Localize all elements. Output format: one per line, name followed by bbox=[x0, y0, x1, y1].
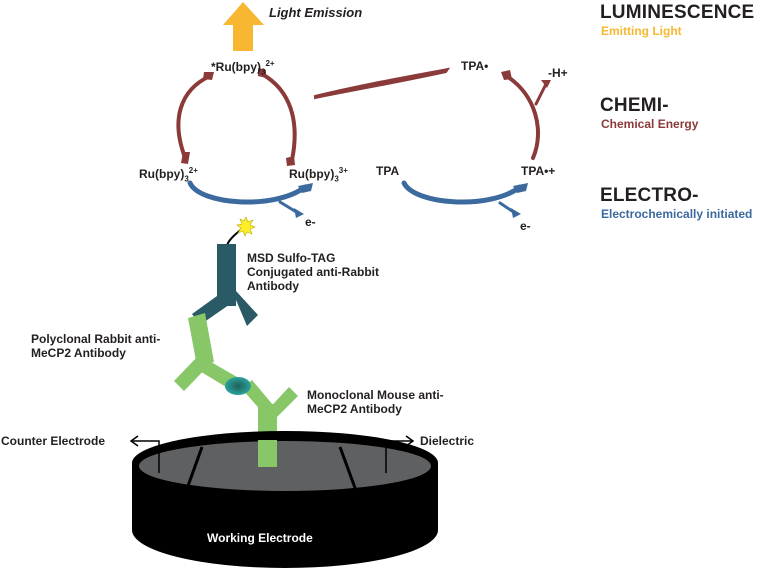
chemi-arrows-tpa bbox=[501, 70, 551, 160]
electrode bbox=[132, 431, 438, 568]
ru-oxidized-label: Ru(bpy)33+ bbox=[289, 166, 348, 184]
counter-electrode-label: Counter Electrode bbox=[1, 434, 106, 448]
tpa-radical-cation-label: TPA•+ bbox=[521, 164, 556, 178]
counter-electrode-pointer bbox=[129, 435, 160, 473]
electron-tpa-label: e- bbox=[520, 219, 531, 233]
dielectric-pointer bbox=[385, 435, 415, 473]
electron-ru-label: e- bbox=[305, 215, 316, 229]
legend-luminescence-subtitle: Emitting Light bbox=[601, 24, 682, 38]
tpa-radical-label: TPA• bbox=[461, 59, 489, 73]
sulfo-tag-star-icon bbox=[236, 216, 256, 237]
electro-arrows bbox=[187, 180, 528, 218]
ru-ground-label: Ru(bpy)32+ bbox=[139, 166, 198, 184]
legend-chemi-title: CHEMI- bbox=[600, 95, 669, 116]
tpa-label: TPA bbox=[376, 164, 400, 178]
legend-electro-subtitle: Electrochemically initiated bbox=[601, 207, 753, 221]
monoclonal-label: Monoclonal Mouse anti- MeCP2 Antibody bbox=[307, 388, 444, 416]
dielectric-label: Dielectric bbox=[420, 434, 475, 448]
light-emission-arrow bbox=[223, 2, 264, 51]
chemi-arrows-ru bbox=[176, 68, 297, 166]
sulfo-tag-label: MSD Sulfo-TAG Conjugated anti-Rabbit Ant… bbox=[247, 251, 379, 293]
proton-loss-label: -H+ bbox=[548, 66, 568, 80]
mecp2-antigen bbox=[225, 377, 251, 395]
legend-electro-title: ELECTRO- bbox=[600, 185, 699, 206]
light-emission-label: Light Emission bbox=[269, 5, 363, 20]
chemi-link-line bbox=[314, 67, 451, 100]
excited-ru-label: *Ru(bpy)32+ bbox=[211, 59, 275, 77]
legend-luminescence-title: LUMINESCENCE bbox=[600, 2, 755, 23]
working-electrode-label: Working Electrode bbox=[207, 531, 313, 545]
legend-chemi-subtitle: Chemical Energy bbox=[601, 117, 699, 131]
polyclonal-label: Polyclonal Rabbit anti- MeCP2 Antibody bbox=[31, 332, 161, 360]
